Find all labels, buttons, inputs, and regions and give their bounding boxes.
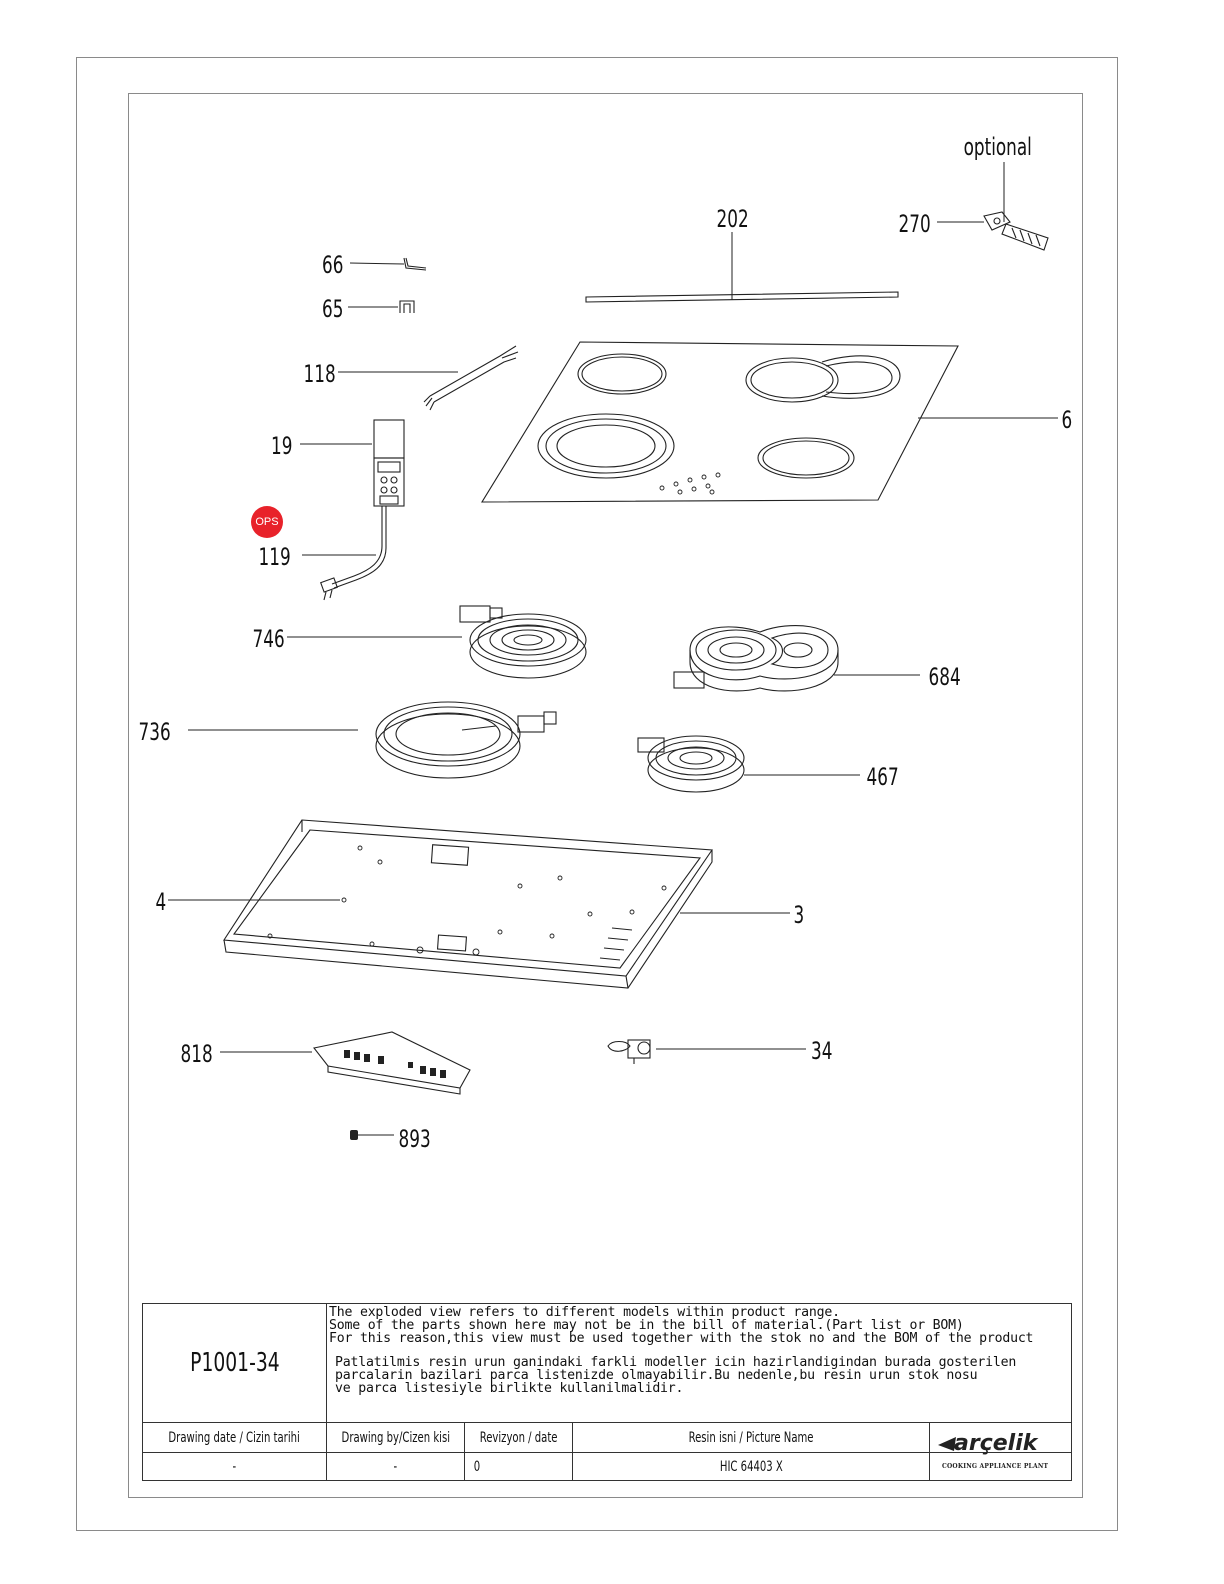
part-684-dual-radiant-heater [673, 624, 920, 692]
callout-optional: optional [964, 134, 1032, 162]
part-19-terminal-block [300, 419, 405, 507]
title-block-value-row: - - 0 HIC 64403 X [143, 1452, 1072, 1481]
note-en-1: The exploded view refers to different mo… [329, 1305, 840, 1320]
arcelik-logo: arçelik COOKING APPLIANCE PLANT [930, 1422, 1072, 1481]
note-tr-2: parcalarin bazilari parca listenizde olm… [335, 1368, 978, 1383]
value-drawing-by: - [327, 1453, 465, 1481]
callout-19: 19 [271, 433, 292, 461]
part-746-radiant-heater [287, 605, 587, 679]
callout-65: 65 [322, 296, 343, 324]
callout-684: 684 [929, 664, 961, 692]
part-34-component [607, 1039, 806, 1064]
header-picture-name: Resin isni / Picture Name [573, 1423, 930, 1452]
drawing-code-text: P1001-34 [189, 1348, 280, 1378]
outer-border [76, 57, 1118, 1531]
callout-119: 119 [259, 544, 291, 572]
callout-467: 467 [867, 764, 899, 792]
part-66-clip [349, 257, 427, 271]
header-drawing-by: Drawing by/Cizen kisi [327, 1423, 465, 1452]
callout-736: 736 [139, 719, 171, 747]
callout-746: 746 [253, 626, 285, 654]
callout-893: 893 [399, 1126, 431, 1154]
ops-badge: OPS [251, 506, 283, 538]
note-en-2: Some of the parts shown here may not be … [329, 1318, 964, 1333]
callout-34: 34 [811, 1038, 832, 1066]
callout-3: 3 [794, 902, 805, 930]
disclaimer-notes: The exploded view refers to different mo… [327, 1304, 1072, 1422]
logo-subtitle: COOKING APPLIANCE PLANT [942, 1463, 1049, 1470]
note-en-3: For this reason,this view must be used t… [329, 1331, 1034, 1346]
part-202-trim [585, 232, 899, 303]
title-block: P1001-34 The exploded view refers to dif… [142, 1303, 1072, 1481]
callout-818: 818 [181, 1041, 213, 1069]
part-65-bracket [348, 300, 415, 313]
logo-word: arçelik [954, 1431, 1038, 1456]
value-picture-name: HIC 64403 X [573, 1453, 930, 1481]
part-818-control-board [220, 1031, 471, 1095]
value-drawing-date: - [143, 1453, 327, 1481]
part-736-large-radiant-heater [188, 701, 557, 779]
callout-118: 118 [304, 361, 336, 389]
part-270-sensor-strip [937, 162, 1049, 251]
part-893-small-part [350, 1130, 394, 1140]
part-467-small-radiant-heater [637, 735, 860, 793]
title-block-header-row: Drawing date / Cizin tarihi Drawing by/C… [143, 1422, 1072, 1452]
callout-270: 270 [899, 211, 931, 239]
part-119-power-cord [302, 506, 387, 601]
part-3-chassis-tray [168, 819, 790, 989]
logo-swoosh-icon [938, 1437, 956, 1451]
drawing-code: P1001-34 [143, 1304, 327, 1422]
note-tr-3: ve parca listesiyle birlikte kullanilmal… [335, 1381, 684, 1396]
header-revision: Revizyon / date [465, 1423, 573, 1452]
part-6-glass-ceramic-top [481, 341, 1058, 503]
note-tr-1: Patlatilmis resin urun ganindaki farkli … [335, 1355, 1017, 1370]
callout-202: 202 [717, 206, 749, 234]
header-drawing-date: Drawing date / Cizin tarihi [143, 1423, 327, 1452]
callout-66: 66 [322, 252, 343, 280]
drawing-border [128, 93, 1083, 1498]
value-revision: 0 [465, 1453, 573, 1481]
part-118-cable [338, 345, 519, 411]
callout-4: 4 [156, 889, 167, 917]
callout-6: 6 [1062, 407, 1073, 435]
